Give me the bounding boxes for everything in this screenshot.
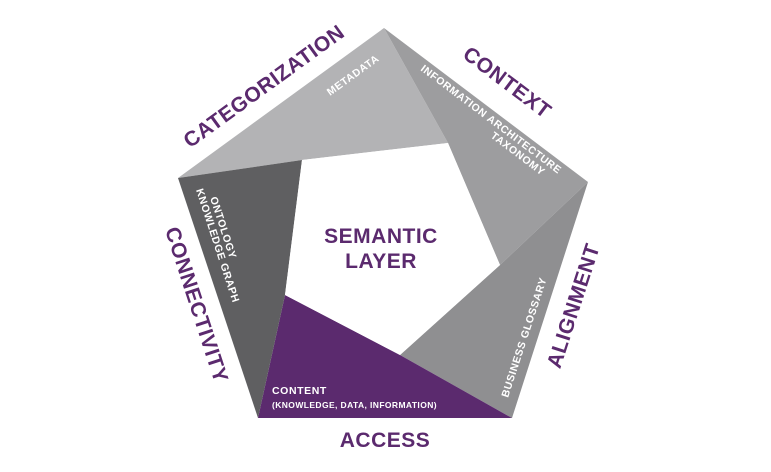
segment-metadata [178, 28, 448, 178]
segment-business-glossary [400, 182, 588, 418]
segment-label-content-detail: (KNOWLEDGE, DATA, INFORMATION) [272, 400, 437, 410]
outer-label-access: ACCESS [340, 429, 431, 452]
segment-ontology [178, 160, 302, 418]
center-title-line1: SEMANTIC [324, 225, 438, 248]
segment-context [384, 28, 588, 265]
segment-label-content: CONTENT [272, 385, 327, 397]
center-title-line2: LAYER [345, 250, 417, 273]
center-pentagon [285, 143, 500, 355]
segment-content [258, 295, 512, 418]
